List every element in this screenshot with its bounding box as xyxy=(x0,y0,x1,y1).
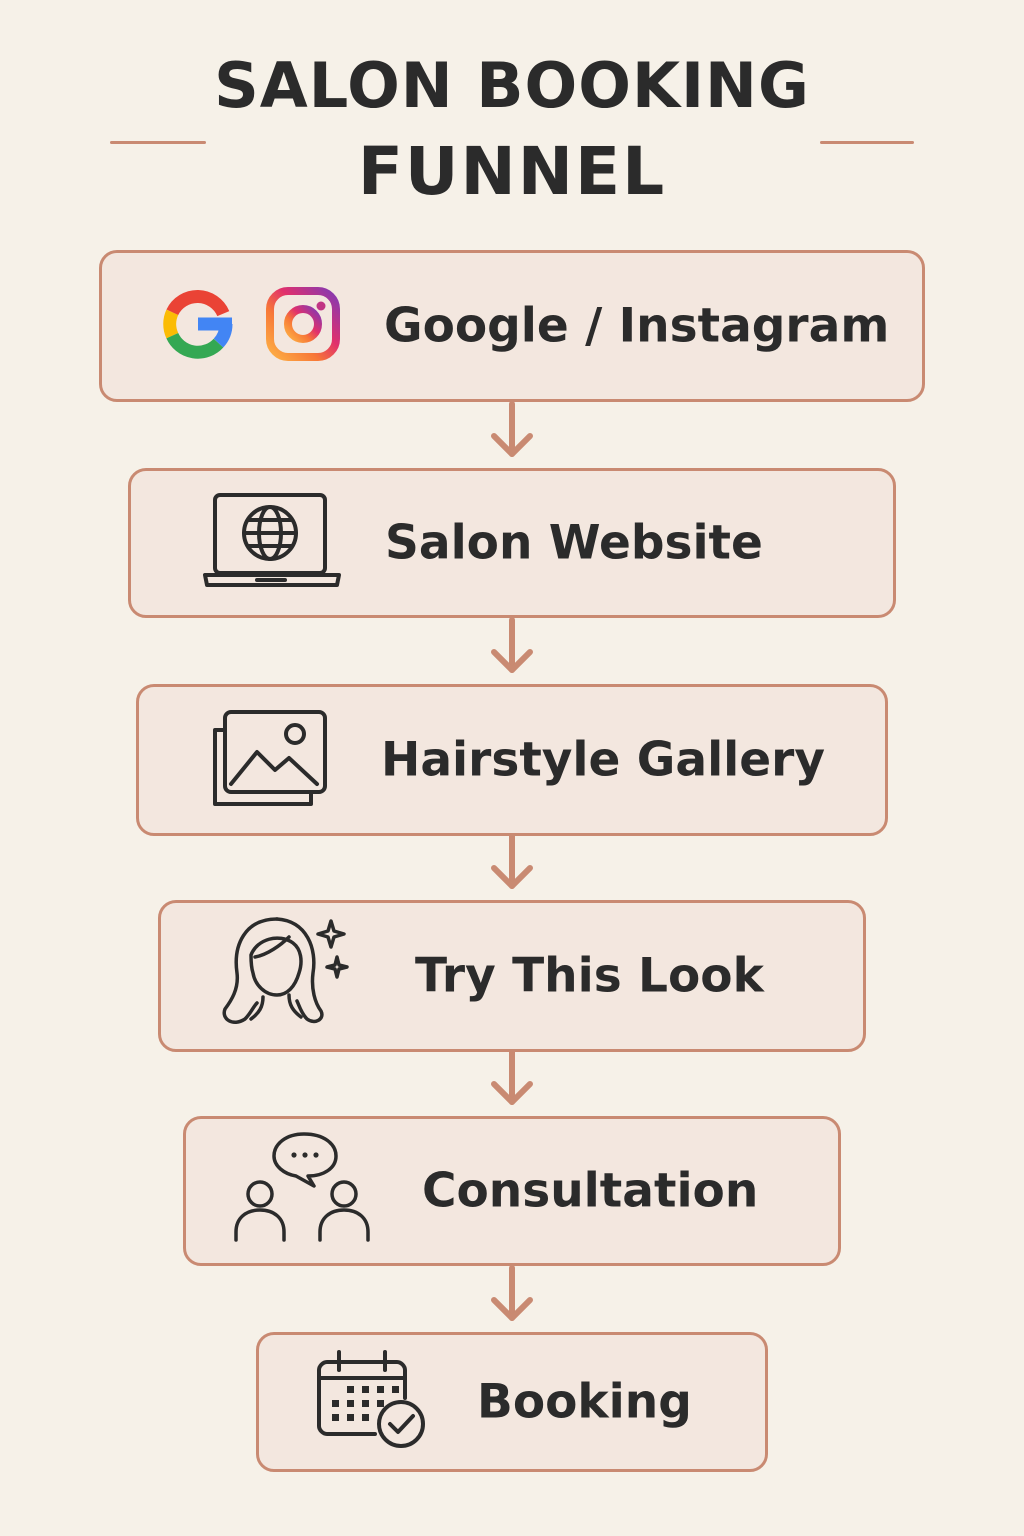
title-rule-right xyxy=(820,141,914,144)
flow-arrow xyxy=(491,402,533,457)
google-icon xyxy=(162,288,234,364)
laptop-globe-icon xyxy=(201,489,343,597)
calendar-check-icon xyxy=(315,1346,431,1458)
flow-arrow xyxy=(491,618,533,673)
people-chat-icon xyxy=(230,1130,374,1252)
woman-sparkle-icon xyxy=(217,915,357,1037)
title-rule-left xyxy=(110,141,206,144)
funnel-step-google-instagram: Google / Instagram xyxy=(99,250,925,402)
funnel-step-hairstyle-gallery: Hairstyle Gallery xyxy=(136,684,888,836)
step-label: Try This Look xyxy=(415,948,764,1004)
step-label: Booking xyxy=(477,1374,692,1430)
step-label: Consultation xyxy=(422,1163,759,1219)
title-line-2: FUNNEL xyxy=(357,133,667,210)
funnel-step-salon-website: Salon Website xyxy=(128,468,896,618)
step-label: Hairstyle Gallery xyxy=(381,732,825,788)
title-line-1: SALON BOOKING xyxy=(214,49,810,122)
flow-arrow xyxy=(491,1050,533,1105)
image-gallery-icon xyxy=(211,708,331,812)
funnel-step-consultation: Consultation xyxy=(183,1116,841,1266)
flow-arrow xyxy=(491,1266,533,1321)
funnel-step-booking: Booking xyxy=(256,1332,768,1472)
instagram-icon xyxy=(265,286,341,366)
flow-arrow xyxy=(491,834,533,889)
step-label: Salon Website xyxy=(385,515,763,571)
step-label: Google / Instagram xyxy=(384,298,890,354)
funnel-step-try-this-look: Try This Look xyxy=(158,900,866,1052)
